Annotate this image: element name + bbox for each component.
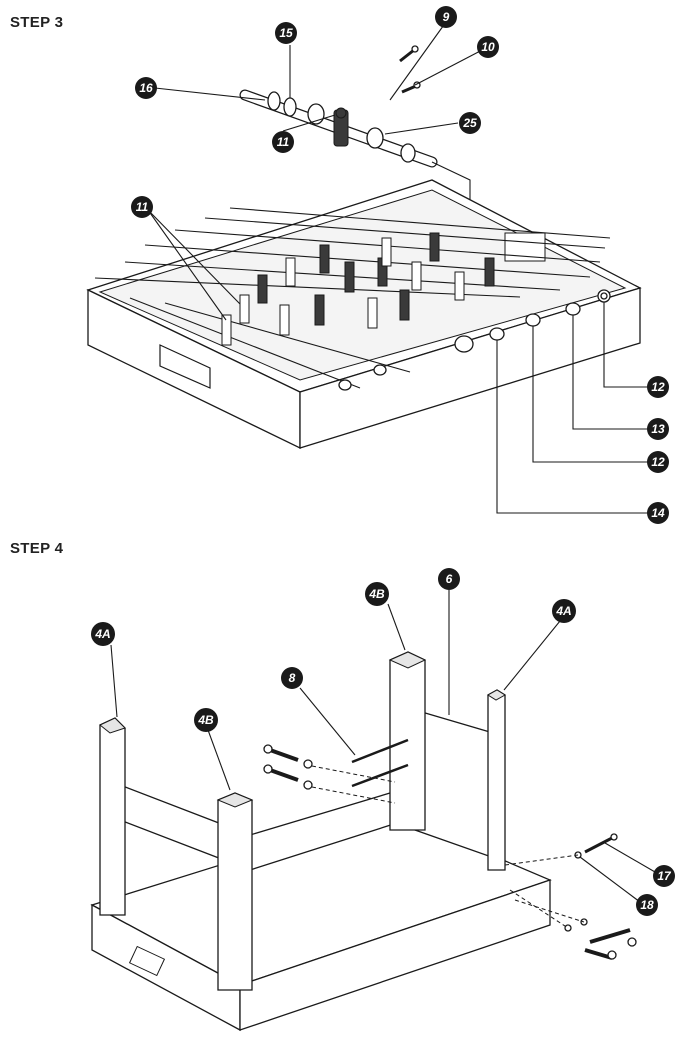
callout-4B-front: 4B <box>194 708 218 732</box>
callout-12-upper: 12 <box>647 376 669 398</box>
player-figures <box>221 232 495 346</box>
callout-13: 13 <box>647 418 669 440</box>
callout-11-rod: 11 <box>272 131 294 153</box>
step-3-title: STEP 3 <box>10 14 64 31</box>
svg-text:10: 10 <box>481 40 495 54</box>
svg-text:6: 6 <box>446 572 453 586</box>
callout-17: 17 <box>653 865 675 887</box>
exploded-rod <box>239 45 471 200</box>
svg-text:9: 9 <box>443 10 450 24</box>
callout-4B-back: 4B <box>365 582 389 606</box>
svg-text:18: 18 <box>640 898 654 912</box>
svg-text:8: 8 <box>289 671 296 685</box>
step-3-leader-lines <box>147 21 655 514</box>
svg-text:4A: 4A <box>94 627 110 641</box>
callout-4A-right: 4A <box>552 599 576 623</box>
callout-9: 9 <box>435 6 457 28</box>
svg-text:11: 11 <box>136 200 149 214</box>
svg-text:25: 25 <box>462 116 477 130</box>
svg-text:4B: 4B <box>197 713 214 727</box>
table-underside <box>90 811 552 1032</box>
svg-text:15: 15 <box>279 26 293 40</box>
step-4-illustration: 6 4B 4A 4A 8 4B 17 18 <box>90 568 675 1032</box>
svg-text:4A: 4A <box>555 604 571 618</box>
callout-25: 25 <box>459 112 481 134</box>
svg-text:16: 16 <box>139 81 153 95</box>
foosball-table-cabinet <box>86 179 642 450</box>
leg-4B-front <box>216 792 254 991</box>
step-3-illustration: 9 15 10 16 25 11 11 12 13 12 14 <box>86 6 669 524</box>
step-4-leader-lines <box>110 590 656 903</box>
callout-6: 6 <box>438 568 460 590</box>
player-figure <box>333 107 349 147</box>
svg-text:12: 12 <box>651 380 665 394</box>
callout-4A-left: 4A <box>91 622 115 646</box>
bolts-left <box>263 744 396 804</box>
bolts-right <box>504 833 637 960</box>
callout-10: 10 <box>477 36 499 58</box>
callout-14: 14 <box>647 502 669 524</box>
svg-text:11: 11 <box>277 135 290 149</box>
callout-8: 8 <box>281 667 303 689</box>
svg-text:14: 14 <box>651 506 665 520</box>
svg-text:4B: 4B <box>368 587 385 601</box>
leg-4A-right <box>487 689 506 871</box>
callout-18: 18 <box>636 894 658 916</box>
callout-15: 15 <box>275 22 297 44</box>
svg-text:12: 12 <box>651 455 665 469</box>
wood-screws-8 <box>351 738 409 788</box>
callout-12-lower: 12 <box>647 451 669 473</box>
callout-11-table: 11 <box>131 196 153 218</box>
screw-9 <box>399 45 419 63</box>
svg-text:17: 17 <box>657 869 672 883</box>
svg-text:13: 13 <box>651 422 665 436</box>
leg-4A-left <box>99 717 126 916</box>
callout-16: 16 <box>135 77 157 99</box>
step-4-title: STEP 4 <box>10 540 64 557</box>
